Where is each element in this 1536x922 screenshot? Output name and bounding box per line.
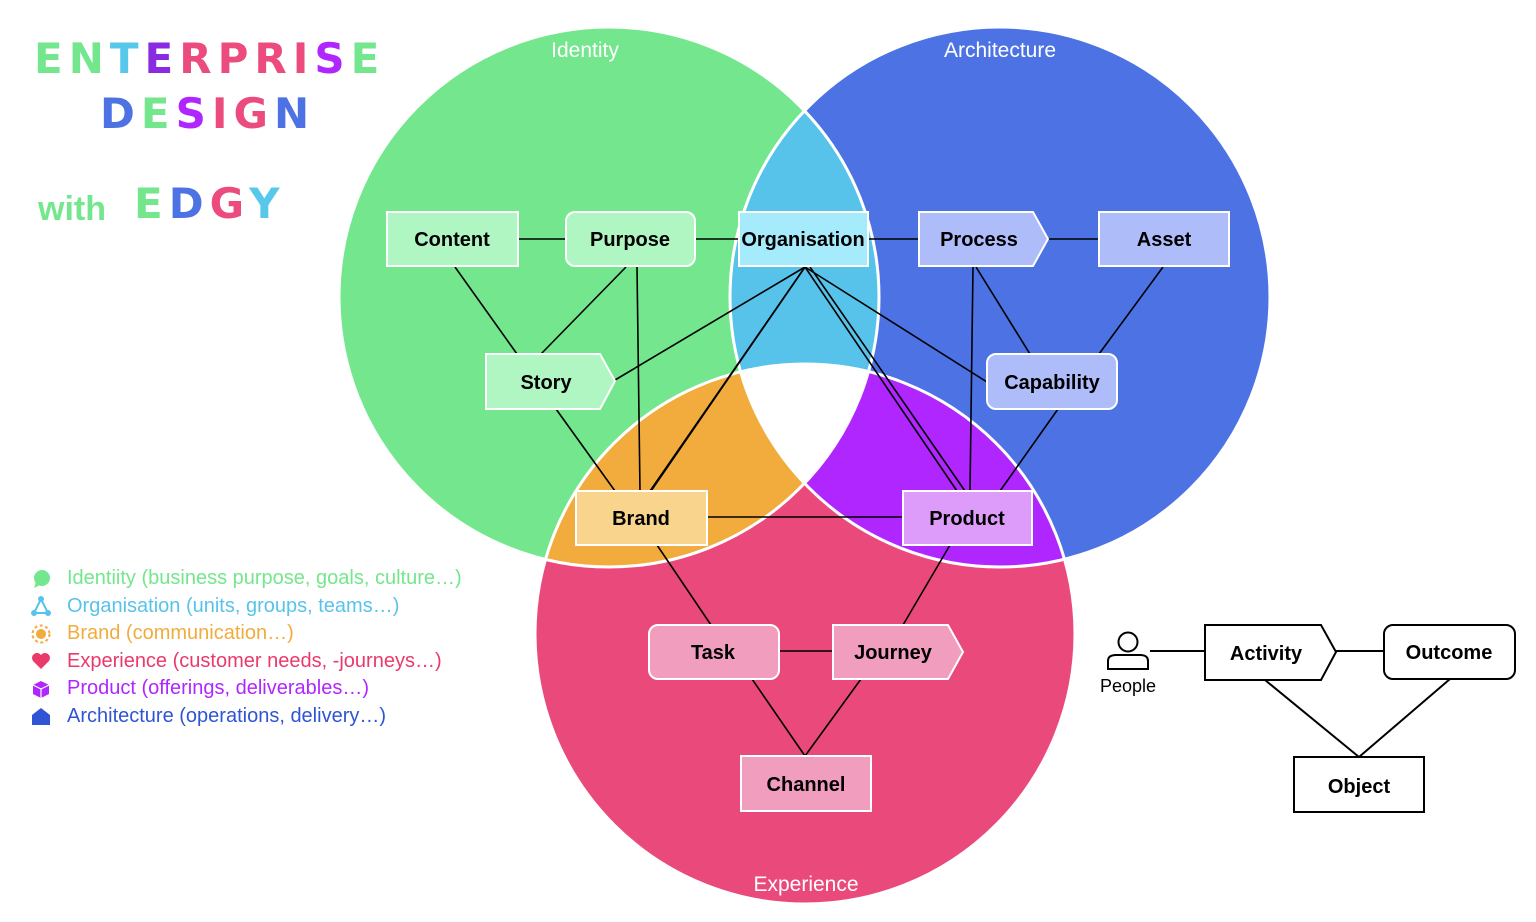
legend-item: Organisation (units, groups, teams…): [30, 593, 462, 621]
legend-item: Brand (communication…): [30, 620, 462, 648]
process-node: Process: [940, 229, 1018, 251]
story-node: Story: [520, 372, 572, 394]
purpose-box: [565, 211, 696, 267]
capability-node: Capability: [1004, 372, 1100, 394]
outcome-key-label: Outcome: [1406, 642, 1493, 664]
sun-icon: [30, 623, 52, 645]
asset-box: [1098, 211, 1230, 267]
identity-label: Identity: [551, 39, 619, 62]
story-box: [485, 353, 617, 410]
activity-key-label: Activity: [1230, 643, 1303, 665]
network-triangle-icon: [30, 595, 52, 617]
capability-box: [986, 353, 1118, 410]
legend-item-label: Brand (communication…): [67, 622, 294, 645]
person-icon-head: [1117, 631, 1139, 653]
journey-box: [832, 624, 965, 680]
legend-item: Experience (customer needs, -journeys…): [30, 648, 462, 676]
legend-item: Product (offerings, deliverables…): [30, 675, 462, 703]
object-box: [1293, 756, 1425, 813]
architecture-label: Architecture: [944, 39, 1056, 62]
title-line-1: ENTERPRISE: [34, 34, 386, 83]
asset-node: Asset: [1137, 229, 1192, 251]
task-node: Task: [691, 642, 736, 664]
brand-box: [575, 490, 708, 546]
title-with-word: with: [38, 190, 106, 228]
legend-item-label: Experience (customer needs, -journeys…): [67, 649, 442, 672]
task-box: [648, 624, 780, 680]
legend-item: Identiity (business purpose, goals, cult…: [30, 565, 462, 593]
legend-item: Architecture (operations, delivery…): [30, 703, 462, 731]
relationship-lines: [454, 238, 1164, 757]
product-node: Product: [929, 508, 1005, 530]
legend: Identiity (business purpose, goals, cult…: [30, 565, 462, 730]
people-key-label: People: [1100, 676, 1156, 696]
notation-key: [1107, 624, 1516, 813]
brand-node: Brand: [612, 508, 670, 530]
content-node: Content: [414, 229, 490, 251]
experience-label: Experience: [753, 873, 858, 896]
person-icon-body: [1107, 654, 1149, 670]
house-icon: [30, 705, 52, 727]
legend-item-label: Architecture (operations, delivery…): [67, 704, 387, 727]
process-box: [918, 211, 1050, 267]
organisation-box: [738, 211, 869, 267]
journey-node: Journey: [854, 642, 933, 664]
cube-icon: [30, 678, 52, 700]
purpose-node: Purpose: [590, 229, 670, 251]
legend-item-label: Product (offerings, deliverables…): [67, 677, 369, 700]
content-box: [386, 211, 519, 267]
outcome-box: [1383, 624, 1516, 680]
product-box: [902, 490, 1033, 546]
organisation-node: Organisation: [741, 229, 864, 251]
object-key-label: Object: [1328, 776, 1391, 798]
edgy-logo: EDGY: [134, 179, 286, 228]
activity-box: [1204, 624, 1338, 681]
legend-item-label: Organisation (units, groups, teams…): [67, 594, 400, 617]
title-line-2: DESIGN: [100, 89, 316, 138]
channel-node: Channel: [767, 774, 846, 796]
legend-item-label: Identiity (business purpose, goals, cult…: [67, 567, 462, 590]
heart-icon: [30, 650, 52, 672]
chat-bubble-icon: [30, 568, 52, 590]
channel-box: [740, 755, 872, 812]
